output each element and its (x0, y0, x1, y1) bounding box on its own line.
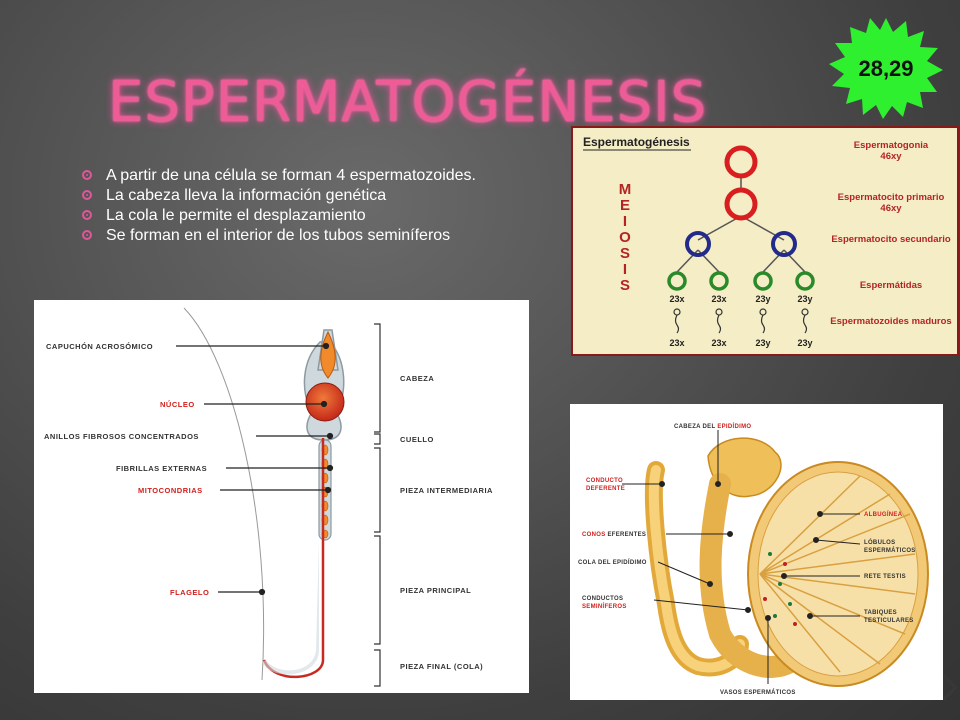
label-capuchon: CAPUCHÓN ACROSÓMICO (46, 342, 153, 351)
stage-karyotype: 46xy (880, 151, 902, 162)
testis-anatomy-svg: CABEZA DEL EPIDÍDIMO CONDUCTO DEFERENTE … (578, 422, 929, 696)
label-vasos: VASOS ESPERMÁTICOS (720, 689, 796, 696)
spermatid-label: 23y (797, 294, 812, 304)
label-cabeza-del: CABEZA DEL EPIDÍDIMO (674, 422, 751, 430)
spermatid-label: 23x (711, 294, 726, 304)
spermatid-cell (709, 271, 729, 291)
stage-karyotype: 46xy (880, 203, 902, 214)
bullet-item: Se forman en el interior de los tubos se… (80, 228, 540, 244)
bullet-icon (82, 210, 92, 220)
spermatid-cell (753, 271, 773, 291)
label-conductos: CONDUCTOS (582, 596, 623, 602)
bullet-icon (82, 230, 92, 240)
bullet-item: A partir de una célula se forman 4 esper… (80, 168, 540, 184)
bullet-item: La cabeza lleva la información genética (80, 188, 540, 204)
starburst-icon (829, 18, 943, 119)
label-pieza-intermediaria: PIEZA INTERMEDIARIA (400, 486, 493, 495)
label-conos: CONOS (582, 532, 606, 538)
spermatid-label: 23y (755, 294, 770, 304)
label-testiculares: TESTICULARES (864, 618, 914, 624)
sperm-label: 23x (711, 338, 726, 348)
page-number-badge: 28,29 (826, 16, 946, 120)
label-lobulos: LÓBULOS (864, 538, 895, 546)
label-epididimo: EPIDÍDIMO (717, 422, 751, 430)
label-cabeza: CABEZA (400, 374, 434, 383)
sperm-label: 23y (755, 338, 770, 348)
bullet-icon (82, 170, 92, 180)
meiosis-svg: Espermatogénesis M E I O S I S (583, 135, 952, 348)
meiosis-letter: O (619, 229, 631, 246)
label-tabiques: TABIQUES (864, 610, 897, 616)
spermatid-cell (667, 271, 687, 291)
spermatogonium-cell (724, 145, 758, 179)
meiosis-letter: E (620, 197, 630, 214)
label-pieza-final: PIEZA FINAL (COLA) (400, 662, 483, 671)
label-seminiferos: SEMINÍFEROS (582, 602, 627, 610)
label-cola-epididimo: COLA DEL EPIDÍDIMO (578, 558, 647, 566)
label-eferentes: EFERENTES (606, 532, 647, 538)
secondary-spermatocyte-cell (685, 231, 711, 257)
slide-title: ESPERMATOGÉNESIS (108, 70, 708, 135)
badge-number: 28,29 (858, 56, 914, 81)
sperm-anatomy-figure: CAPUCHÓN ACROSÓMICO NÚCLEO ANILLOS FIBRO… (34, 300, 529, 693)
secondary-spermatocyte-cell (771, 231, 797, 257)
label-fibrillas: FIBRILLAS EXTERNAS (116, 464, 207, 473)
meiosis-letter: S (620, 277, 630, 294)
bullet-list: A partir de una célula se forman 4 esper… (80, 168, 540, 248)
bullet-text: La cabeza lleva la información genética (106, 187, 387, 204)
bullet-text: La cola le permite el desplazamiento (106, 207, 366, 224)
bullet-text: A partir de una célula se forman 4 esper… (106, 167, 476, 184)
label-albuginea: ALBUGÍNEA (864, 510, 903, 518)
label-cuello: CUELLO (400, 435, 434, 444)
spermatid-cell (795, 271, 815, 291)
flagellum (262, 438, 325, 679)
sperm-label: 23y (797, 338, 812, 348)
stage-label: Espermatozoides maduros (830, 316, 951, 327)
stage-label: Espermátidas (860, 280, 922, 291)
meiosis-letter: M (619, 181, 632, 198)
primary-spermatocyte-cell (724, 187, 758, 221)
meiosis-title: Espermatogénesis (583, 135, 690, 149)
label-nucleo: NÚCLEO (160, 400, 195, 409)
label-conos-group: CONOS EFERENTES (582, 532, 646, 538)
stage-label: Espermatocito secundario (831, 234, 951, 245)
meiosis-letter: I (623, 213, 627, 230)
bullet-text: Se forman en el interior de los tubos se… (106, 227, 451, 244)
stage-label: Espermatocito primario (838, 192, 945, 203)
sperm-label: 23x (669, 338, 684, 348)
bullet-item: La cola le permite el desplazamiento (80, 208, 540, 224)
meiosis-letter: S (620, 245, 630, 262)
spermatid-label: 23x (669, 294, 684, 304)
label-anillos: ANILLOS FIBROSOS CONCENTRADOS (44, 432, 199, 441)
label-rete-testis: RETE TESTIS (864, 574, 906, 580)
meiosis-letter: I (623, 261, 627, 278)
sperm-anatomy-svg: CAPUCHÓN ACROSÓMICO NÚCLEO ANILLOS FIBRO… (44, 307, 493, 687)
stage-label: Espermatogonia (854, 140, 929, 151)
label-pieza-principal: PIEZA PRINCIPAL (400, 586, 471, 595)
testis-anatomy-figure: CABEZA DEL EPIDÍDIMO CONDUCTO DEFERENTE … (570, 404, 943, 700)
label-flagelo: FLAGELO (170, 588, 209, 597)
meiosis-diagram: Espermatogénesis M E I O S I S (571, 126, 959, 356)
label-deferente: DEFERENTE (586, 486, 625, 492)
label-mitocondrias: MITOCONDRIAS (138, 486, 203, 495)
bullet-icon (82, 190, 92, 200)
label-cabeza-del-text: CABEZA DEL (674, 424, 717, 430)
label-espermaticos: ESPERMÁTICOS (864, 547, 916, 554)
label-conducto: CONDUCTO (586, 478, 623, 484)
